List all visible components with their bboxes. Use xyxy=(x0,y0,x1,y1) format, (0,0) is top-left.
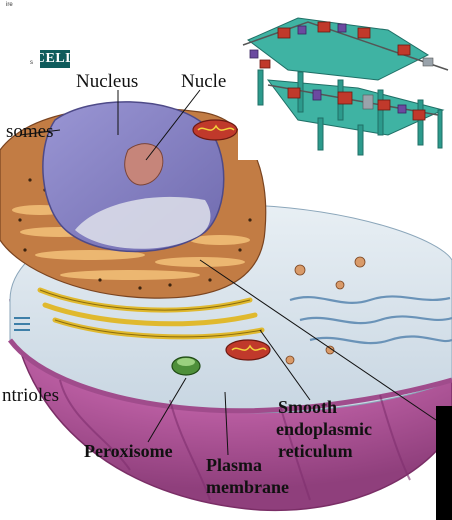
accelerator-panel xyxy=(238,0,452,160)
cut-text: s xyxy=(30,60,33,66)
peroxisome-label: Peroxisome xyxy=(84,442,173,460)
nucleolus-label: Nucle xyxy=(181,72,226,91)
nucleus-label: Nucleus xyxy=(76,72,138,91)
centrioles-label: ntrioles xyxy=(2,386,59,405)
ribosomes-label: somes xyxy=(6,122,54,141)
black-bar xyxy=(436,406,452,520)
smooth-er-label-1: Smooth xyxy=(278,398,337,416)
plasma-membrane-label-1: Plasma xyxy=(206,456,262,474)
accelerator-diagram xyxy=(238,0,452,160)
smooth-er-label-2: endoplasmic xyxy=(276,420,372,438)
cell-badge: CELL xyxy=(40,50,70,68)
smooth-er-label-3: reticulum xyxy=(278,442,353,460)
plasma-membrane-label-2: membrane xyxy=(206,478,289,496)
corner-text: ire xyxy=(6,2,13,8)
